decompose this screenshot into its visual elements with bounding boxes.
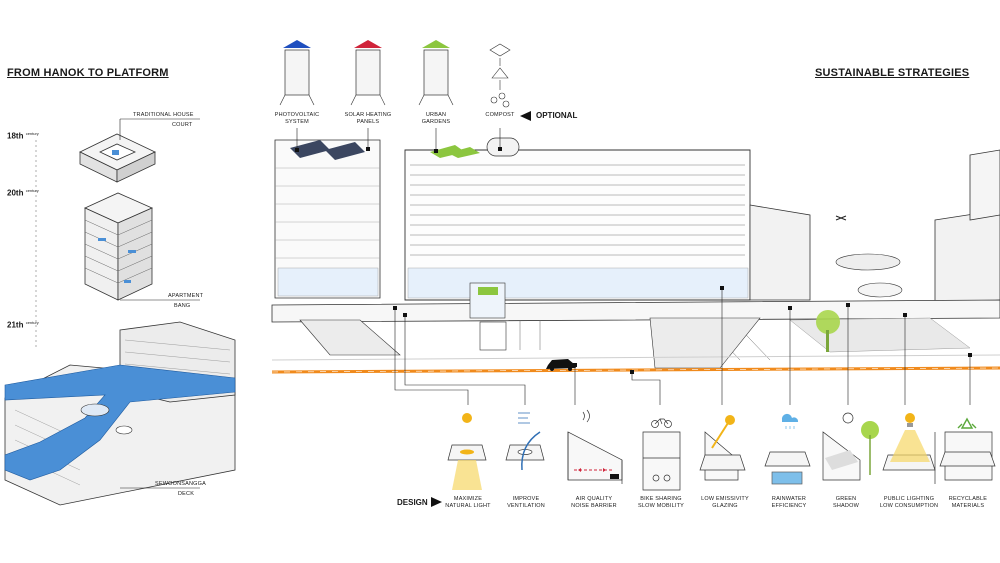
apartment-sublabel: BANG [174, 303, 191, 309]
urban-section-drawing [271, 137, 1000, 374]
optional-leaders [296, 128, 501, 150]
optional-label-compost: COMPOST [485, 112, 515, 118]
timeline-21th: 21th century [7, 320, 39, 330]
timeline-18th: 18th century [7, 131, 39, 141]
design-label: DESIGN [397, 498, 428, 507]
optional-label: OPTIONAL [536, 111, 578, 120]
design-panels [447, 409, 996, 491]
hanok-drawing [79, 118, 200, 183]
apartment-drawing [84, 192, 200, 301]
deck-label: SEWOONSANGGA [155, 481, 206, 487]
hanok-sublabel: COURT [172, 122, 193, 128]
optional-arrow-icon [520, 111, 531, 121]
apartment-label: APARTMENT [168, 293, 204, 299]
deck-sublabel: DECK [178, 491, 195, 497]
right-title: SUSTAINABLE STRATEGIES [815, 67, 970, 79]
design-arrow-icon [431, 497, 442, 507]
deck-drawing [4, 321, 236, 506]
timeline-20th: 20th century [7, 188, 39, 198]
optional-icons [279, 40, 511, 108]
design-leaders [394, 288, 971, 405]
left-title: FROM HANOK TO PLATFORM [7, 67, 169, 79]
hanok-label: TRADITIONAL HOUSE [133, 112, 194, 118]
